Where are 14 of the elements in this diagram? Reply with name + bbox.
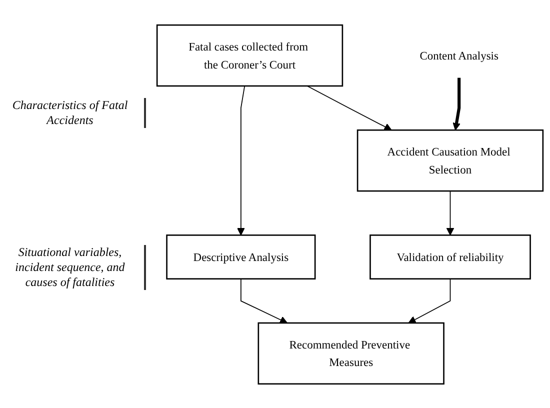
node-box: Fatal cases collected from the Coroner’s Court bbox=[156, 24, 344, 86]
node-box: Validation of reliability bbox=[370, 234, 531, 280]
arrow bbox=[237, 85, 246, 236]
node-box: Descriptive Analysis bbox=[166, 234, 316, 280]
arrow bbox=[408, 278, 451, 323]
node-box: Recommended Preventive Measures bbox=[258, 322, 444, 384]
arrow bbox=[452, 76, 461, 130]
bracket-note: Situational variables, incident sequence, and causes of fatalities bbox=[4, 244, 146, 290]
arrow bbox=[240, 278, 288, 323]
node-box: Accident Causation Model Selection bbox=[356, 128, 544, 192]
arrow bbox=[306, 85, 392, 130]
node-text: Content Analysis bbox=[420, 48, 498, 62]
arrow bbox=[446, 190, 454, 236]
bracket-note: Characteristics of Fatal Accidents bbox=[4, 98, 146, 128]
